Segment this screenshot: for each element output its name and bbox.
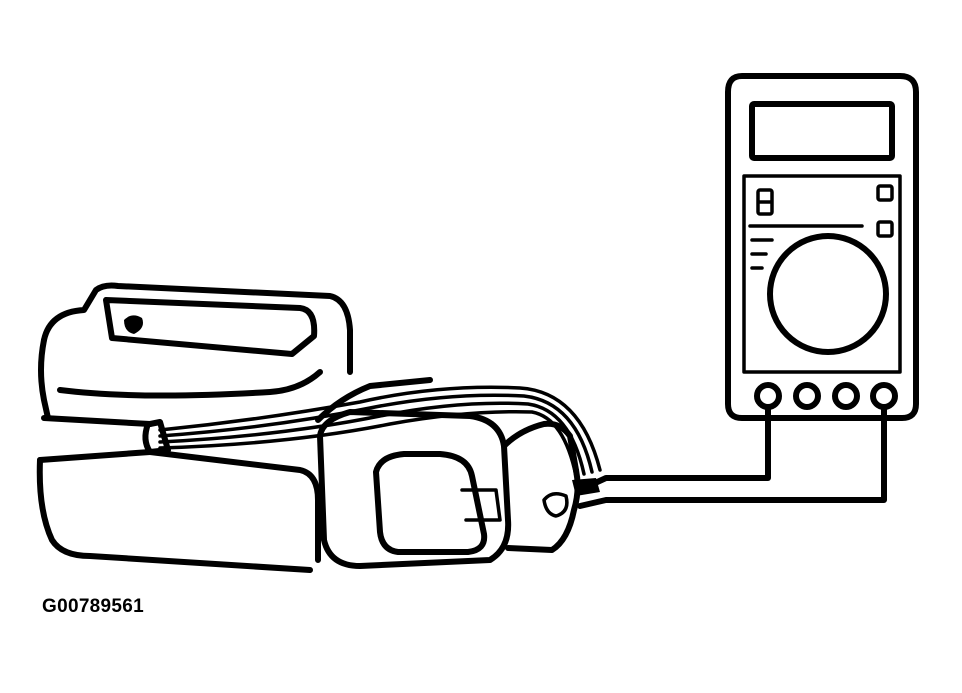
jack-2: [793, 382, 821, 410]
meter-display: [749, 101, 895, 161]
jack-3: [832, 382, 860, 410]
jack-1: [754, 382, 782, 410]
jack-4: [870, 382, 898, 410]
figure-caption: G00789561: [42, 596, 145, 617]
test-lead-b: [577, 404, 887, 509]
terminal-jacks: [754, 382, 898, 410]
meter-button-bottom: [876, 220, 894, 238]
wire-harness: [158, 385, 602, 496]
range-switch: [756, 188, 774, 216]
rotary-dial: [767, 233, 889, 355]
multimeter: [725, 73, 919, 421]
component-housing: [36, 282, 581, 573]
test-leads: [577, 404, 887, 509]
meter-button-top: [876, 184, 894, 202]
